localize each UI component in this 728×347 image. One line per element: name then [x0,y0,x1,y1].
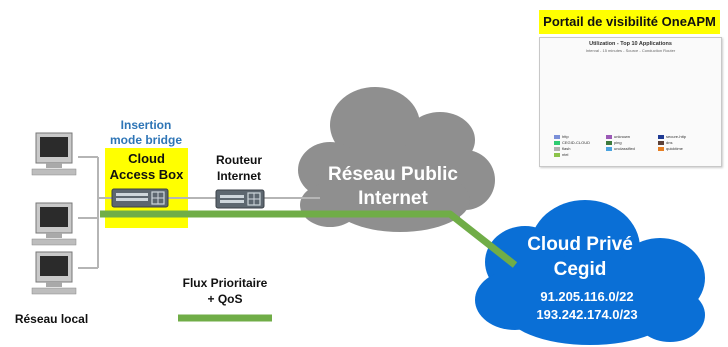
router-device-icon [215,189,265,209]
legend-label: CEGID-CLOUD [562,140,591,145]
computer-icon [31,202,77,246]
legend-swatch [606,134,612,139]
router-line-1: Routeur [216,153,262,167]
legend-swatch [606,146,612,151]
legend-swatch [658,146,664,151]
legend-swatch [658,140,664,145]
legend-swatch [606,140,612,145]
flux-line-2: + QoS [207,292,243,306]
legend-item: secure-http [658,134,710,140]
legend-label: ntel [562,152,569,157]
computer-icon [31,132,77,176]
legend-label: flash [562,146,571,151]
portal-chart-panel: Utilization - Top 10 Applications Interv… [539,37,722,167]
legend-swatch [554,146,560,151]
legend-label: ping [614,140,622,145]
cab-line-1: Cloud [128,151,165,166]
portal-title: Portail de visibilité OneAPM [539,10,720,34]
public-internet-label: Réseau Public Internet [318,163,468,211]
legend-item: http [554,134,606,140]
legend-label: secure-http [666,134,687,139]
legend-swatch [554,152,560,157]
local-wiring [78,156,320,269]
subnet-1: 91.205.116.0/22 [540,289,634,304]
chart-legend: http unknown secure-httpCEGID-CLOUD ping dns… [554,134,714,158]
router-label: Routeur Internet [198,152,280,184]
legend-item: dns [658,140,710,146]
chart-subtitle: Interval - 15 minutes - Source - Conduct… [585,48,676,53]
legend-item: unclassified [606,146,658,152]
public-line-2: Internet [358,188,428,209]
legend-swatch [554,134,560,139]
router-line-2: Internet [216,169,261,183]
legend-label: unclassified [614,146,635,151]
legend-label: unknown [614,134,631,139]
private-cloud-label: Cloud Privé Cegid [515,232,645,282]
legend-swatch [554,140,560,145]
private-cloud [475,200,705,345]
legend-item: quicktime [658,146,710,152]
cloud-access-box-device-icon [111,188,169,208]
flux-label: Flux Prioritaire + QoS [160,275,290,307]
legend-item: ntel [554,152,606,158]
insertion-mode-label: Insertion mode bridge [100,118,192,148]
legend-item: ping [606,140,658,146]
legend-item: CEGID-CLOUD [554,140,606,146]
legend-label: quicktime [666,146,683,151]
private-line-2: Cegid [553,259,607,280]
legend-label: dns [666,140,673,145]
local-network-label: Réseau local [14,312,89,326]
subnet-list: 91.205.116.0/22 193.242.174.0/23 [512,288,662,324]
legend-label: http [562,134,569,139]
cab-line-2: Access Box [109,167,184,182]
legend-item: unknown [606,134,658,140]
chart-title: Utilization - Top 10 Applications [589,41,672,47]
subnet-2: 193.242.174.0/23 [536,307,638,322]
insertion-line-2: mode bridge [109,133,182,147]
private-line-1: Cloud Privé [527,234,633,255]
computer-icon [31,251,77,295]
insertion-line-1: Insertion [120,118,172,132]
legend-swatch [658,134,664,139]
flux-line-1: Flux Prioritaire [182,276,268,290]
cloud-access-box-label: Cloud Access Box [105,151,188,183]
public-line-1: Réseau Public [328,164,458,185]
legend-item: flash [554,146,606,152]
priority-flow-line [100,210,518,268]
